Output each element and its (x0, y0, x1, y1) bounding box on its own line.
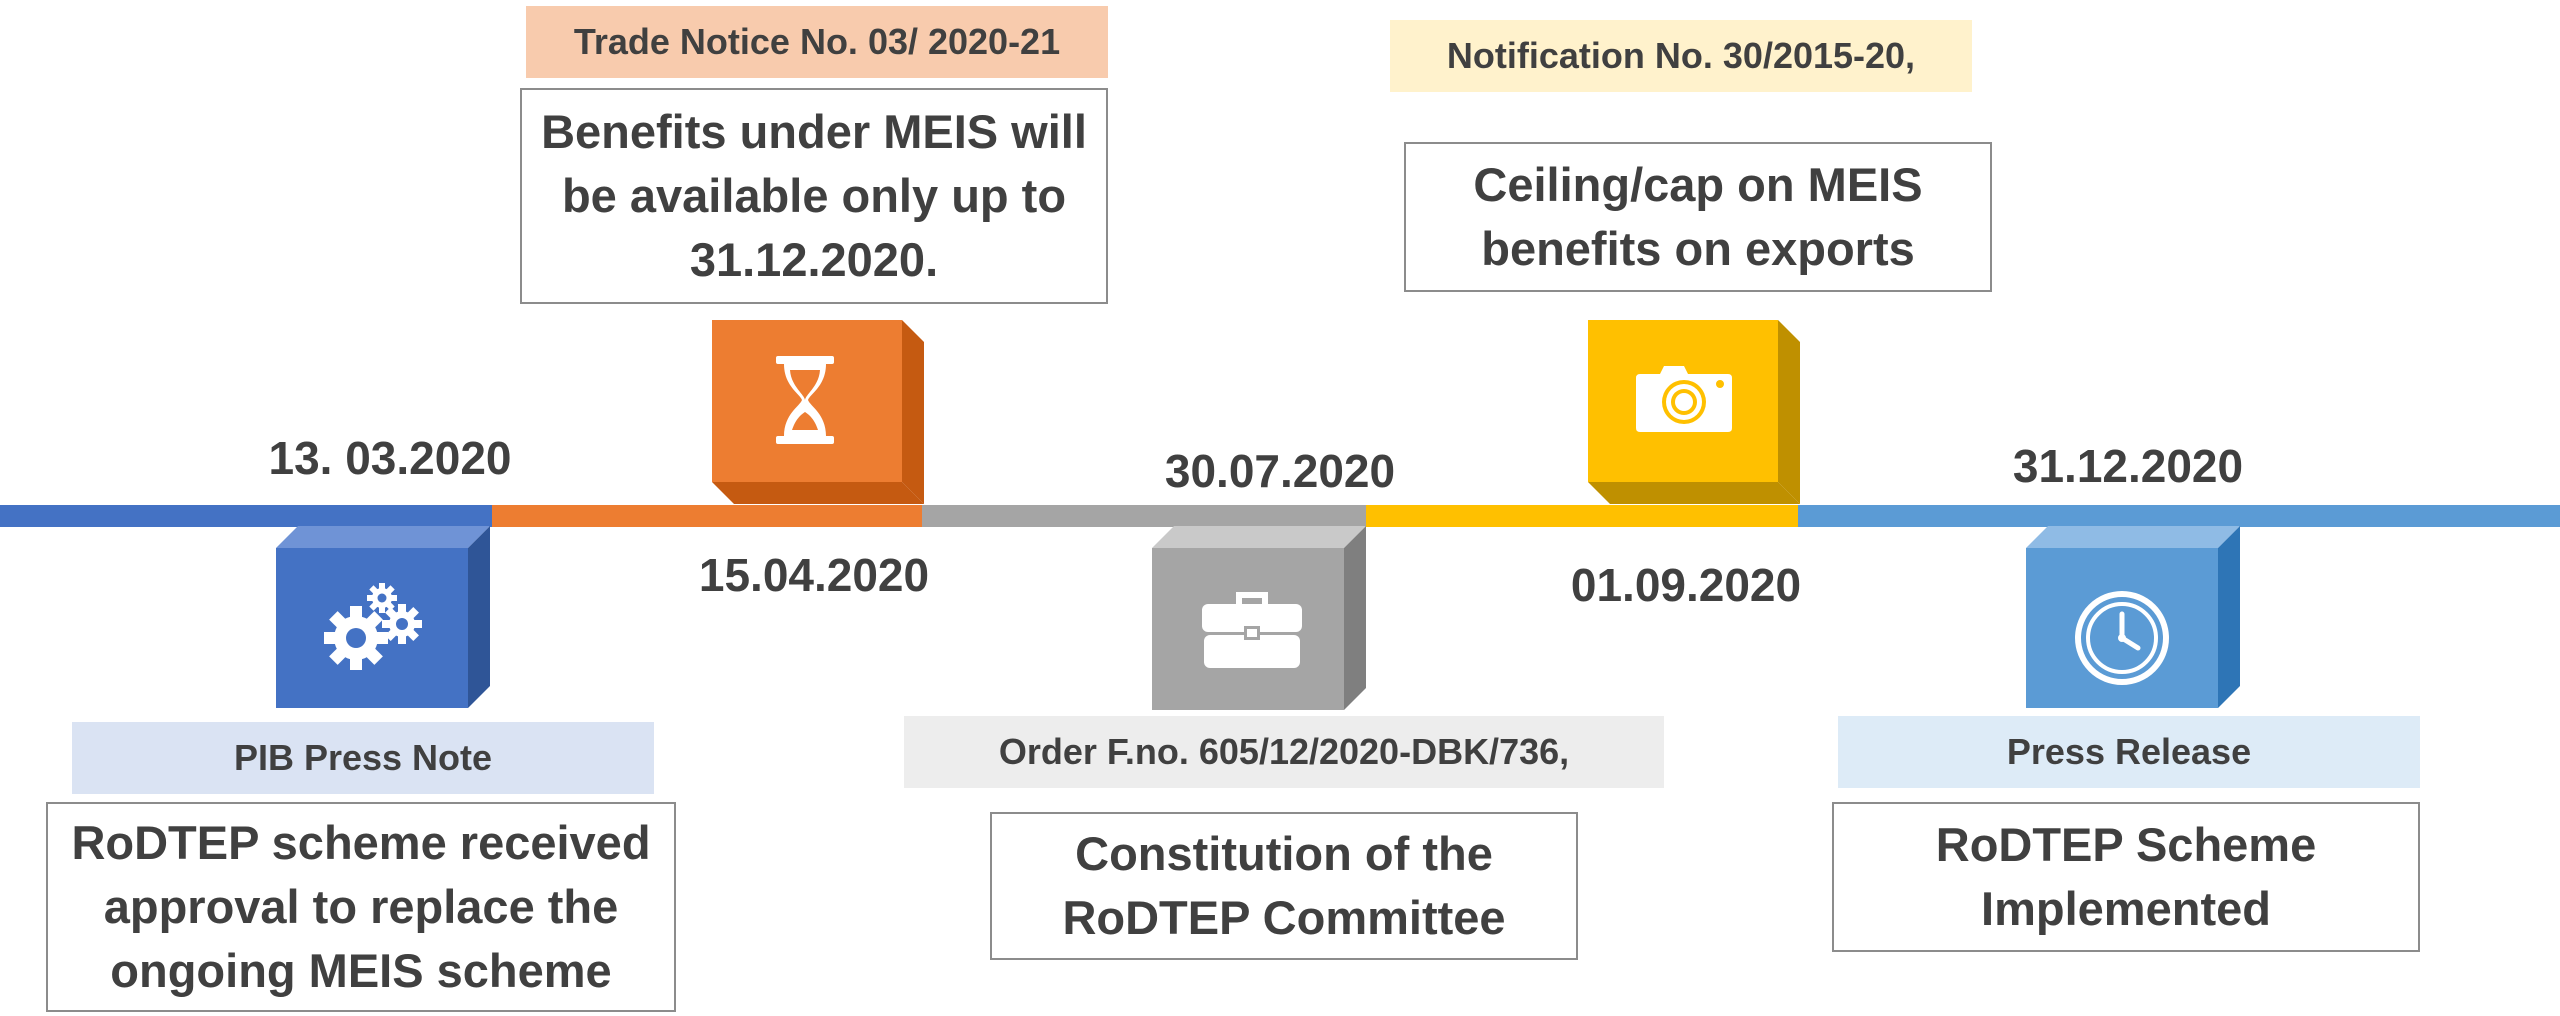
event-date: 30.07.2020 (1164, 445, 1396, 497)
event-source-tag: Press Release (1838, 716, 2420, 788)
event-description: Constitution of the RoDTEP Committee (1062, 827, 1506, 944)
event-description: Benefits under MEIS will be available on… (541, 105, 1087, 286)
camera-icon (1636, 366, 1732, 432)
event-source-tag: Order F.no. 605/12/2020-DBK/736, (904, 716, 1664, 788)
event-description: RoDTEP Scheme Implemented (1935, 818, 2317, 935)
event-source-tag: PIB Press Note (72, 722, 654, 794)
event-description: RoDTEP scheme received approval to repla… (71, 816, 651, 997)
timeline-segment-3 (922, 505, 1366, 527)
clock-icon (2075, 591, 2169, 685)
event-date: 13. 03.2020 (268, 432, 512, 484)
event-source-tag: Trade Notice No. 03/ 2020-21 (526, 6, 1108, 78)
timeline-segment-1 (0, 505, 492, 527)
timeline-segment-4 (1366, 505, 1798, 527)
event-cube (1588, 320, 1800, 504)
event-date: 31.12.2020 (2012, 440, 2244, 492)
event-source-tag: Notification No. 30/2015-20, (1390, 20, 1972, 92)
event-description-box: Ceiling/cap on MEIS benefits on exports (1404, 142, 1992, 292)
event-description-box: RoDTEP Scheme Implemented (1832, 802, 2420, 952)
event-description-box: Constitution of the RoDTEP Committee (990, 812, 1578, 960)
timeline-segment-5 (1798, 505, 2560, 527)
gears-icon (324, 583, 422, 670)
event-description-box: RoDTEP scheme received approval to repla… (46, 802, 676, 1012)
event-date: 15.04.2020 (698, 549, 930, 601)
timeline-segment-2 (492, 505, 922, 527)
briefcase-icon (1202, 592, 1302, 668)
event-cube (276, 526, 490, 708)
event-description-box: Benefits under MEIS will be available on… (520, 88, 1108, 304)
event-description: Ceiling/cap on MEIS benefits on exports (1473, 158, 1923, 275)
event-date: 01.09.2020 (1570, 559, 1802, 611)
hourglass-icon (776, 356, 834, 444)
